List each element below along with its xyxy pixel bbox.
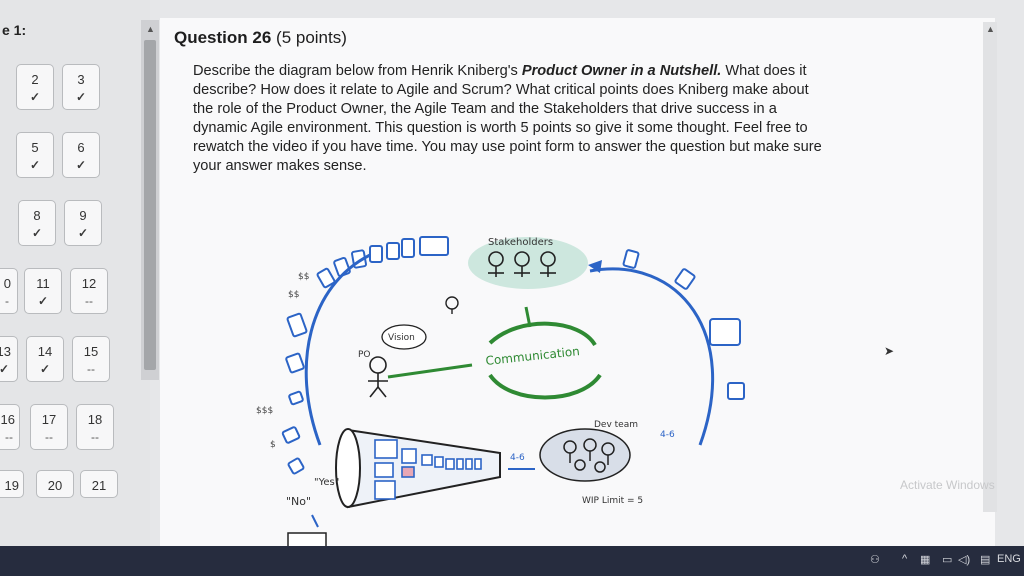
value-label: $$ <box>298 272 309 282</box>
language-indicator[interactable]: ENG <box>997 553 1021 565</box>
question-button[interactable]: 19 <box>0 470 24 498</box>
trash-can-icon <box>287 532 327 550</box>
question-button[interactable]: 8✓ <box>18 200 56 246</box>
question-button[interactable]: 21 <box>80 470 118 498</box>
yes-label: "Yes" <box>314 477 339 488</box>
communication-arrow-top <box>488 321 597 347</box>
question-button[interactable]: 0- <box>0 268 18 314</box>
navigator-scrollbar-thumb[interactable] <box>144 40 156 370</box>
navigator-label: e 1: <box>2 22 27 38</box>
question-button[interactable]: 15-- <box>72 336 110 382</box>
no-label: "No" <box>286 495 311 508</box>
people-icon[interactable]: ⚇ <box>870 554 880 566</box>
stakeholders-label: Stakeholders <box>488 237 553 248</box>
question-button[interactable]: 20 <box>36 470 74 498</box>
funnel-mouth <box>335 428 361 508</box>
value-label: $$ <box>288 290 299 300</box>
product-owner-diagram: Stakeholders <box>256 236 745 550</box>
flow-arc-left <box>304 253 371 446</box>
keyboard-icon[interactable]: ▤ <box>980 554 991 566</box>
vision-bubble <box>381 324 427 350</box>
taskbar: ⚇ ^ ▦ ▭ ◁) ▤ ENG <box>0 546 1024 576</box>
question-button[interactable]: 16-- <box>0 404 20 450</box>
question-button[interactable]: 12-- <box>70 268 108 314</box>
communication-arrow-bottom <box>488 373 602 400</box>
question-button[interactable]: 11✓ <box>24 268 62 314</box>
stakeholder-figures-icon <box>488 251 556 277</box>
product-owner-figure-icon <box>368 356 388 398</box>
question-button[interactable]: 3✓ <box>62 64 100 110</box>
vision-label: Vision <box>388 333 415 343</box>
volume-icon[interactable]: ◁) <box>958 554 971 566</box>
question-navigator: e 1: 2✓ 3✓ 5✓ 6✓ 8✓ 9✓ 0- 11✓ 12-- 13✓ 1… <box>0 0 150 576</box>
battery-icon[interactable]: ▭ <box>942 554 953 566</box>
tray-arrow-icon[interactable]: ^ <box>902 553 908 565</box>
po-label: PO <box>358 350 371 360</box>
question-button[interactable]: 18-- <box>76 404 114 450</box>
dev-team-figures-icon <box>563 438 615 473</box>
lightbulb-icon <box>445 296 459 314</box>
question-text: Describe the diagram below from Henrik K… <box>193 63 822 174</box>
question-button[interactable]: 5✓ <box>16 132 54 178</box>
arrowhead-icon <box>588 260 602 273</box>
question-button[interactable]: 6✓ <box>62 132 100 178</box>
velocity-in-label: 4-6 <box>510 453 525 463</box>
question-button[interactable]: 17-- <box>30 404 68 450</box>
dev-team-label: Dev team <box>594 420 638 430</box>
scroll-up-arrow-icon[interactable]: ▲ <box>986 24 995 34</box>
network-icon[interactable]: ▦ <box>920 554 931 566</box>
value-label: $ <box>270 440 276 450</box>
velocity-out-label: 4-6 <box>660 430 675 440</box>
communication-label: Communication <box>485 344 581 368</box>
value-label: $$$ <box>256 406 273 416</box>
question-button[interactable]: 2✓ <box>16 64 54 110</box>
flow-arc-right <box>589 267 715 446</box>
scroll-up-arrow-icon[interactable]: ▲ <box>146 24 155 34</box>
reject-arrow <box>311 514 319 528</box>
funnel-items-icon <box>374 439 482 500</box>
po-communication-link <box>387 363 473 379</box>
question-button[interactable]: 14✓ <box>26 336 64 382</box>
dev-team-backdrop <box>539 428 631 482</box>
activate-windows-watermark: Activate Windows <box>900 478 995 492</box>
question-title: Question 26 (5 points) <box>174 28 347 47</box>
question-button[interactable]: 13✓ <box>0 336 18 382</box>
communication-arrow-up <box>524 306 532 328</box>
backlog-items-icon <box>281 236 745 475</box>
content-scrollbar[interactable] <box>983 22 997 512</box>
question-button[interactable]: 9✓ <box>64 200 102 246</box>
mouse-cursor-icon: ➤ <box>884 344 895 358</box>
wip-limit-label: WIP Limit = 5 <box>582 496 643 506</box>
